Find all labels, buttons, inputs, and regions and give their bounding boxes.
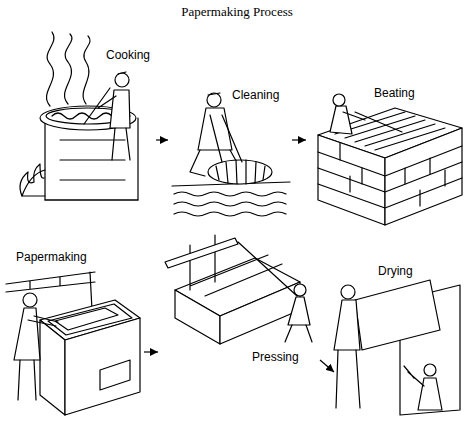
line-art [48, 304, 132, 335]
step-label: Pressing [250, 350, 301, 365]
line-art [112, 128, 130, 160]
line-art [14, 308, 40, 360]
line-art [238, 242, 297, 296]
flow-arrow [292, 139, 306, 140]
line-art [83, 36, 90, 104]
process-step: Cleaning [168, 48, 292, 220]
line-art [100, 360, 130, 390]
line-art [55, 308, 118, 330]
drying-illustration [334, 280, 460, 415]
line-art [84, 88, 110, 124]
line-art [65, 34, 72, 104]
line-art [333, 94, 345, 106]
line-art [340, 143, 445, 206]
line-art [355, 280, 440, 350]
line-art [174, 212, 286, 216]
step-label: Cooking [104, 48, 152, 63]
line-art [198, 108, 232, 150]
line-art [118, 72, 126, 74]
cleaning-illustration [172, 93, 290, 216]
line-art [18, 360, 36, 400]
step-label: Cleaning [230, 88, 281, 103]
step-label: Drying [376, 264, 415, 279]
line-art [424, 364, 436, 376]
process-step: Beating [306, 72, 468, 230]
line-art [341, 285, 355, 299]
beating-illustration [318, 94, 462, 225]
papermaking-illustration [6, 272, 140, 415]
line-art [343, 112, 402, 132]
line-art [334, 300, 360, 350]
line-art [115, 73, 129, 87]
line-art [208, 160, 272, 184]
line-art [23, 293, 37, 307]
line-art [210, 115, 242, 162]
line-art [6, 272, 95, 310]
line-art [208, 93, 220, 95]
line-art [418, 378, 442, 410]
line-art [110, 90, 130, 128]
line-art [40, 320, 65, 415]
flow-arrow [320, 360, 334, 372]
line-art [28, 316, 58, 326]
process-step: Cooking [4, 26, 156, 208]
line-art [174, 192, 286, 196]
line-art [47, 32, 54, 106]
diagram-title: Papermaking Process [0, 4, 474, 20]
line-art [336, 350, 360, 408]
line-art [207, 93, 221, 107]
line-art [294, 284, 306, 296]
step-label: Beating [372, 86, 417, 101]
line-art [285, 325, 312, 342]
flow-arrow [156, 139, 168, 140]
line-art [404, 366, 424, 386]
pressing-illustration [165, 235, 312, 344]
process-step: Papermaking [4, 232, 144, 418]
line-art [330, 106, 352, 134]
process-step: Pressing [158, 232, 320, 404]
flow-arrow [144, 351, 158, 352]
line-art [20, 164, 44, 196]
step-label: Papermaking [14, 250, 89, 265]
line-art [288, 297, 310, 325]
line-art [174, 202, 286, 206]
line-art [175, 290, 220, 344]
process-step: Drying [334, 260, 466, 418]
line-art [216, 160, 265, 184]
line-art [165, 238, 238, 268]
line-art [45, 140, 138, 200]
line-art [98, 96, 116, 108]
